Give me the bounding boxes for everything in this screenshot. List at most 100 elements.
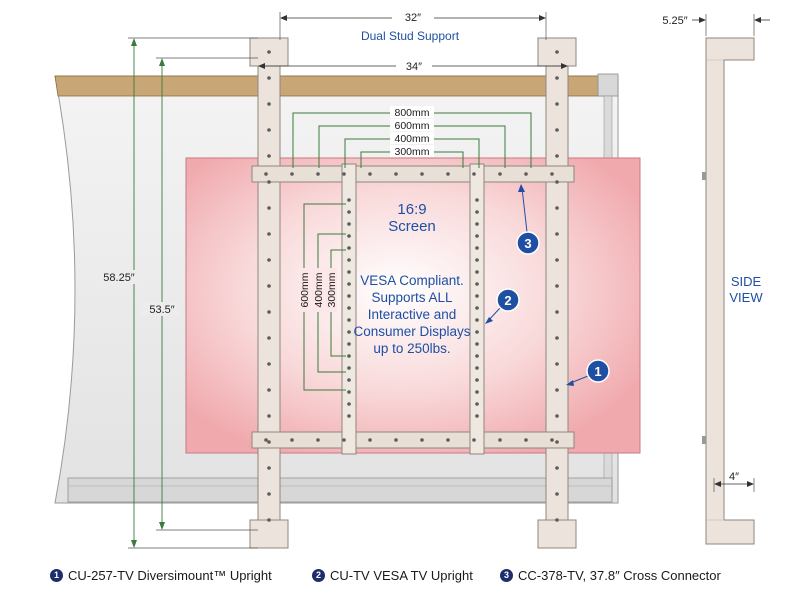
bolt-hole bbox=[420, 438, 424, 442]
bolt-hole bbox=[524, 438, 528, 442]
bolt-hole bbox=[347, 414, 351, 418]
bolt-hole bbox=[555, 492, 559, 496]
bolt-hole bbox=[475, 414, 479, 418]
vesa-v-label: 400mm bbox=[313, 272, 325, 307]
bolt-hole bbox=[267, 128, 271, 132]
bolt-hole bbox=[475, 402, 479, 406]
bolt-hole bbox=[347, 342, 351, 346]
compliance-line: up to 250lbs. bbox=[373, 341, 450, 356]
bolt-hole bbox=[475, 234, 479, 238]
bolt-hole bbox=[347, 330, 351, 334]
bolt-hole bbox=[475, 366, 479, 370]
svg-text:Screen: Screen bbox=[388, 218, 436, 235]
bolt-hole bbox=[267, 76, 271, 80]
bolt-hole bbox=[267, 154, 271, 158]
bolt-hole bbox=[555, 258, 559, 262]
vesa-v-dim-300mm: 300mm bbox=[325, 249, 346, 357]
dimension-53: 53.5″ bbox=[140, 57, 258, 531]
bolt-hole bbox=[475, 378, 479, 382]
bolt-hole bbox=[475, 294, 479, 298]
side-view-label-2: VIEW bbox=[729, 290, 763, 305]
cross-connector-bottom bbox=[251, 431, 575, 449]
bottom-rail bbox=[67, 477, 613, 503]
vesa-h-label: 600mm bbox=[394, 120, 429, 132]
bolt-hole bbox=[267, 440, 271, 444]
callout-1-num: 1 bbox=[594, 364, 601, 379]
wood-rail bbox=[54, 75, 613, 97]
bolt-hole bbox=[555, 128, 559, 132]
bolt-hole bbox=[342, 438, 346, 442]
bolt-hole bbox=[555, 440, 559, 444]
bolt-hole bbox=[267, 518, 271, 522]
bolt-hole bbox=[555, 284, 559, 288]
bolt-hole bbox=[394, 172, 398, 176]
compliance-line: VESA Compliant. bbox=[360, 273, 464, 288]
bolt-hole bbox=[555, 310, 559, 314]
callout-3-num: 3 bbox=[524, 236, 531, 251]
bolt-hole bbox=[555, 388, 559, 392]
legend-item-3: 3 CC-378-TV, 37.8″ Cross Connector bbox=[500, 568, 721, 583]
legend-text-3: CC-378-TV, 37.8″ Cross Connector bbox=[518, 568, 721, 583]
bolt-hole bbox=[555, 50, 559, 54]
svg-text:Dual Stud Support: Dual Stud Support bbox=[361, 29, 460, 43]
vesa-h-dim-600mm: 600mm bbox=[318, 119, 506, 168]
bolt-hole bbox=[347, 222, 351, 226]
bolt-hole bbox=[498, 172, 502, 176]
bolt-hole bbox=[347, 258, 351, 262]
bolt-hole bbox=[267, 50, 271, 54]
dim-34-label: 34″ bbox=[406, 61, 422, 73]
callout-3: 3 bbox=[516, 184, 540, 255]
bolt-hole bbox=[267, 180, 271, 184]
vesa-h-dim-800mm: 800mm bbox=[292, 106, 532, 168]
bolt-hole bbox=[475, 222, 479, 226]
legend-item-2: 2 CU-TV VESA TV Upright bbox=[312, 568, 473, 583]
svg-text:16:9: 16:9 bbox=[397, 201, 426, 218]
dim-58-label: 58.25″ bbox=[103, 272, 135, 284]
legend-badge-3: 3 bbox=[500, 569, 513, 582]
vesa-h-dim-300mm: 300mm bbox=[360, 145, 464, 168]
vesa-h-dim-400mm: 400mm bbox=[344, 132, 480, 168]
bolt-hole bbox=[475, 330, 479, 334]
bolt-hole bbox=[347, 354, 351, 358]
legend-badge-1: 1 bbox=[50, 569, 63, 582]
bolt-hole bbox=[472, 438, 476, 442]
legend-text-2: CU-TV VESA TV Upright bbox=[330, 568, 473, 583]
bolt-hole bbox=[475, 198, 479, 202]
bolt-hole bbox=[555, 180, 559, 184]
bolt-hole bbox=[475, 342, 479, 346]
bolt-hole bbox=[555, 232, 559, 236]
bolt-hole bbox=[264, 172, 268, 176]
side-view-label-1: SIDE bbox=[731, 274, 762, 289]
bolt-hole bbox=[475, 246, 479, 250]
dimension-34: 34″ bbox=[258, 58, 568, 73]
bolt-hole bbox=[347, 390, 351, 394]
vesa-v-dim-600mm: 600mm bbox=[298, 203, 346, 391]
bolt-hole bbox=[347, 366, 351, 370]
bolt-hole bbox=[316, 172, 320, 176]
bolt-hole bbox=[264, 438, 268, 442]
bolt-hole bbox=[475, 306, 479, 310]
bolt-hole bbox=[347, 294, 351, 298]
bolt-hole bbox=[394, 438, 398, 442]
bolt-hole bbox=[267, 310, 271, 314]
side-dim-525-label: 5.25″ bbox=[662, 15, 687, 27]
side-dim-4-label: 4″ bbox=[729, 471, 739, 483]
rail-endcap bbox=[597, 73, 619, 97]
bolt-hole bbox=[446, 438, 450, 442]
compliance-line: Interactive and bbox=[368, 307, 457, 322]
bolt-hole bbox=[555, 154, 559, 158]
bolt-hole bbox=[316, 438, 320, 442]
bolt-hole bbox=[347, 234, 351, 238]
dim-32-label: 32″ bbox=[405, 12, 421, 24]
legend-badge-2: 2 bbox=[312, 569, 325, 582]
bolt-holes bbox=[264, 50, 559, 522]
bolt-hole bbox=[475, 270, 479, 274]
bolt-hole bbox=[420, 172, 424, 176]
bolt-hole bbox=[555, 206, 559, 210]
bolt-hole bbox=[550, 438, 554, 442]
dimension-58: 58.25″ bbox=[100, 37, 258, 549]
dual-stud-label: Dual Stud Support bbox=[361, 29, 460, 43]
